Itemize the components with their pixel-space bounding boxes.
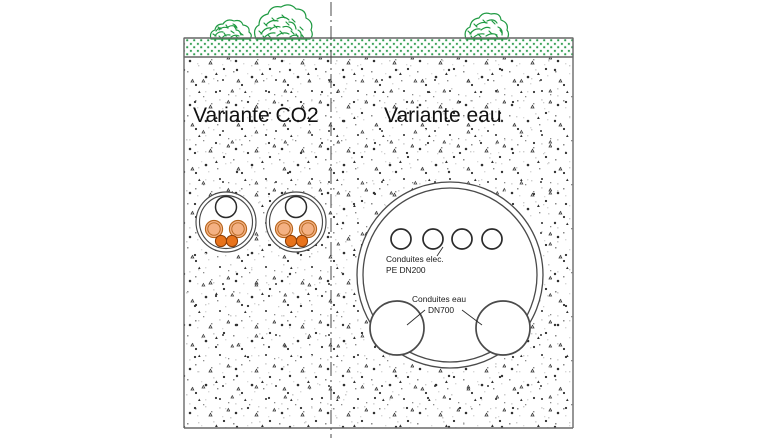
electric-conduit-1 xyxy=(390,228,412,250)
leader-electric xyxy=(436,246,444,257)
co2-cluster1-top-void xyxy=(214,195,238,219)
shrub-icon-3 xyxy=(464,12,510,40)
vegetation-group xyxy=(209,4,510,40)
co2-cluster1-dark-pipe-b xyxy=(225,234,239,248)
callout-electric-line2: PE DN200 xyxy=(386,265,426,275)
co2-cluster2-top-void xyxy=(284,195,308,219)
shrub-icon-1 xyxy=(209,19,252,40)
water-pipe-right xyxy=(475,300,531,356)
leader-water-left xyxy=(406,309,426,326)
topsoil-layer xyxy=(183,37,574,58)
electric-conduit-4 xyxy=(481,228,503,250)
callout-electric-line1: Conduites elec. xyxy=(386,254,444,264)
electric-conduit-3 xyxy=(451,228,473,250)
electric-conduit-2 xyxy=(422,228,444,250)
title-right-variant: Variante eau xyxy=(384,104,502,127)
co2-conduit-cluster-1 xyxy=(195,191,257,253)
title-left-variant: Variante CO2 xyxy=(193,104,319,127)
co2-cluster2-dark-pipe-a xyxy=(284,234,298,248)
callout-water-line2: DN700 xyxy=(428,305,454,315)
section-frame xyxy=(183,37,574,429)
water-pipe-left xyxy=(369,300,425,356)
co2-cluster2-dark-pipe-b xyxy=(295,234,309,248)
shrub-icon-2 xyxy=(253,4,313,40)
water-gallery xyxy=(356,181,544,369)
co2-conduit-cluster-2 xyxy=(265,191,327,253)
co2-cluster1-dark-pipe-a xyxy=(214,234,228,248)
callout-water-line1: Conduites eau xyxy=(412,294,466,304)
leader-water-right xyxy=(461,309,483,326)
